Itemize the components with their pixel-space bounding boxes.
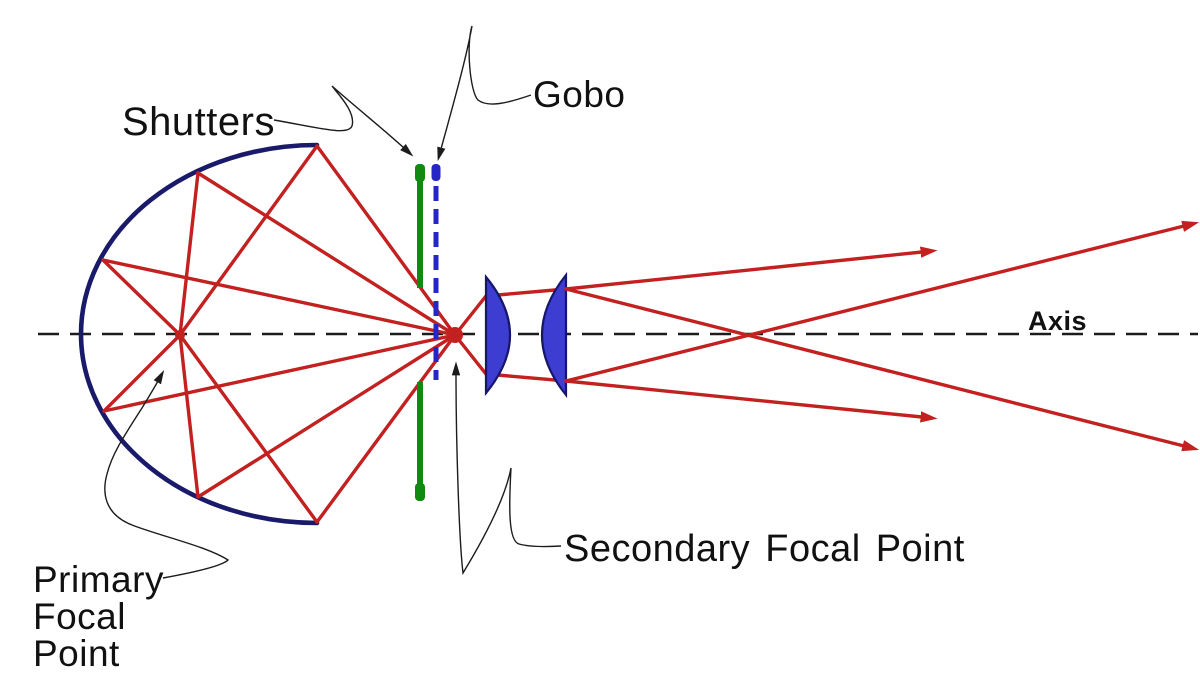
primary-focal-point-marker: [175, 330, 185, 340]
shutter-top-cap: [415, 164, 425, 182]
primary-focal-point-label-line2: Focal: [33, 596, 126, 637]
gobo-leader-arrow: [437, 25, 532, 162]
shutter-blades: [415, 164, 425, 501]
rear-plano-convex-lens: [540, 271, 568, 399]
shutters-leader-arrow: [273, 85, 414, 157]
primary-focal-point-leader-arrow: [104, 369, 230, 579]
secondary-focal-point-label: Secondary Focal Point: [564, 528, 965, 570]
primary-focal-point-label: Primary Focal Point: [33, 559, 164, 674]
ellipsoidal-reflector: [78, 142, 320, 526]
shutters-label: Shutters: [122, 100, 275, 144]
secondary-focal-point-leader-arrow: [451, 361, 562, 576]
axis-label: Axis: [1028, 306, 1087, 336]
gobo-bar: [431, 164, 441, 380]
exit-beams: [564, 220, 1200, 452]
front-plano-convex-lens: [484, 273, 512, 397]
primary-focal-point-label-line1: Primary: [33, 559, 164, 600]
gobo-top-cap: [431, 164, 441, 181]
primary-focal-point-label-line3: Point: [33, 633, 120, 674]
shutter-bottom-cap: [415, 483, 425, 501]
gobo-label: Gobo: [533, 74, 626, 115]
rays-source-to-reflector: [101, 144, 319, 524]
rays-reflector-to-secondary-focus: [101, 144, 457, 524]
